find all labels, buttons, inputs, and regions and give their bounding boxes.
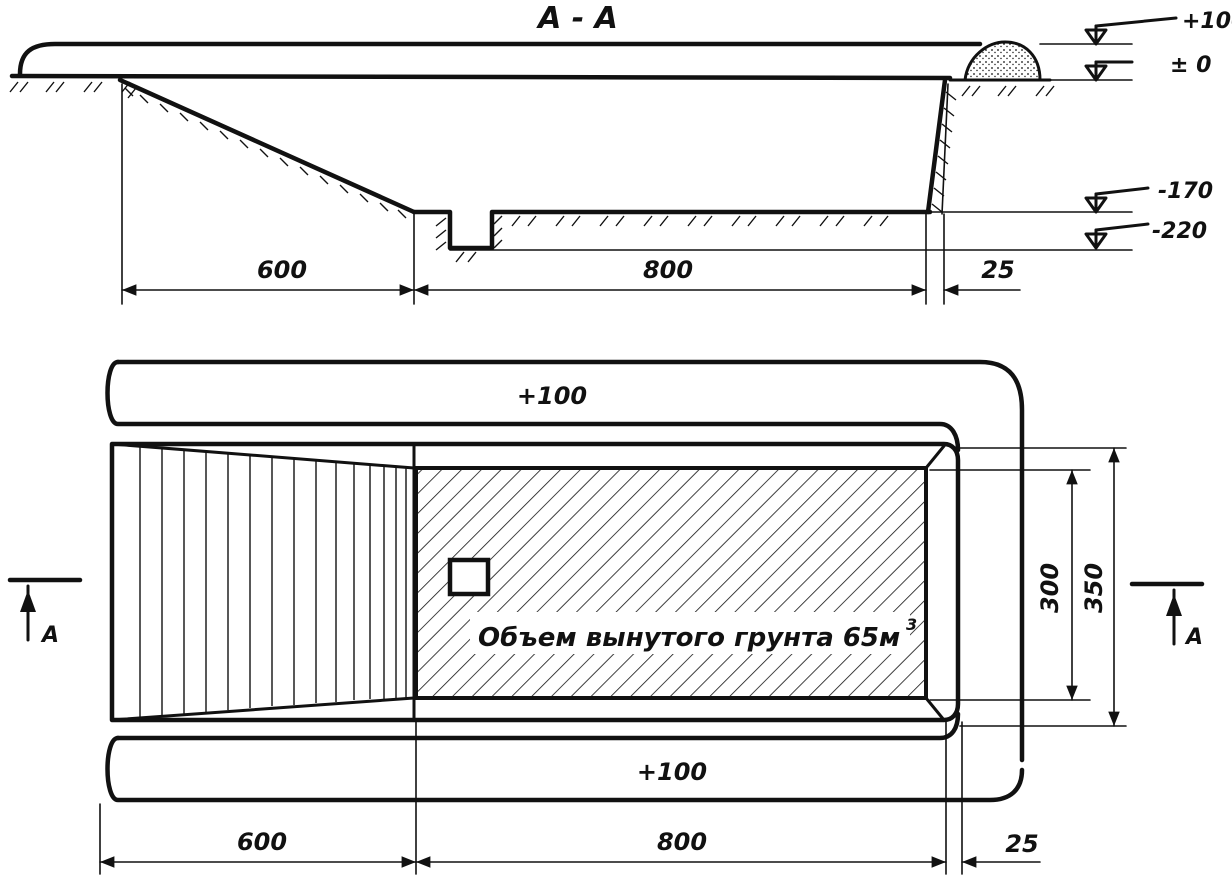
svg-text:-170: -170 <box>1158 179 1213 204</box>
section-cut-right: A <box>1129 581 1205 650</box>
svg-text:300: 300 <box>1036 563 1064 613</box>
ground-hatch-left <box>9 81 103 93</box>
ground-line <box>9 73 953 81</box>
volume-note-sup: 3 <box>906 615 917 634</box>
ground-hatch-right <box>961 85 1055 97</box>
svg-text:600: 600 <box>257 256 307 284</box>
ramp-hatch <box>121 81 407 219</box>
section-view: A - A <box>9 1 1232 305</box>
svg-text:A: A <box>1184 625 1203 650</box>
level-marker-plus100: +100 <box>1039 9 1232 46</box>
plan-dimensions-vertical: 300 350 <box>929 447 1127 727</box>
sump-square <box>447 557 491 597</box>
section-dimensions: 600 800 25 <box>121 83 1021 305</box>
plan-berm-bottom <box>105 735 1025 803</box>
excavated-area <box>414 466 928 700</box>
berm-outline <box>17 41 983 77</box>
svg-text:A: A <box>40 623 59 648</box>
level-marker-minus220: -220 <box>449 219 1207 251</box>
svg-text:-220: -220 <box>1152 219 1207 244</box>
svg-text:600: 600 <box>237 828 287 856</box>
svg-text:800: 800 <box>643 256 693 284</box>
svg-text:25: 25 <box>1005 830 1038 858</box>
svg-text:± 0: ± 0 <box>1170 53 1211 78</box>
svg-text:800: 800 <box>657 828 707 856</box>
plan-berm-bottom-label: +100 <box>637 758 707 786</box>
right-wall-hatch <box>931 91 957 213</box>
plan-berm-top <box>115 359 1025 763</box>
svg-text:350: 350 <box>1080 563 1108 613</box>
spoil-heap <box>963 40 1042 82</box>
level-marker-zero: ± 0 <box>1039 53 1211 82</box>
section-title: A - A <box>536 1 618 36</box>
pit-bottom <box>411 209 933 251</box>
level-marker-minus170: -170 <box>929 179 1213 214</box>
ramp-slope <box>117 77 417 215</box>
section-cut-left: A <box>7 577 83 648</box>
pit-bottom-hatch <box>435 215 889 263</box>
plan-view: +100 +100 Объем вынутого грунта 65м 3 <box>7 359 1205 875</box>
ramp-plan <box>110 442 416 722</box>
volume-note: Объем вынутого грунта 65м <box>478 623 900 653</box>
svg-text:25: 25 <box>981 256 1014 284</box>
svg-text:+100: +100 <box>1182 9 1232 34</box>
pit-outline <box>109 441 961 723</box>
plan-dimensions-horizontal: 600 800 25 <box>99 721 1041 875</box>
right-wall <box>925 77 948 215</box>
plan-berm-top-label: +100 <box>517 382 587 410</box>
